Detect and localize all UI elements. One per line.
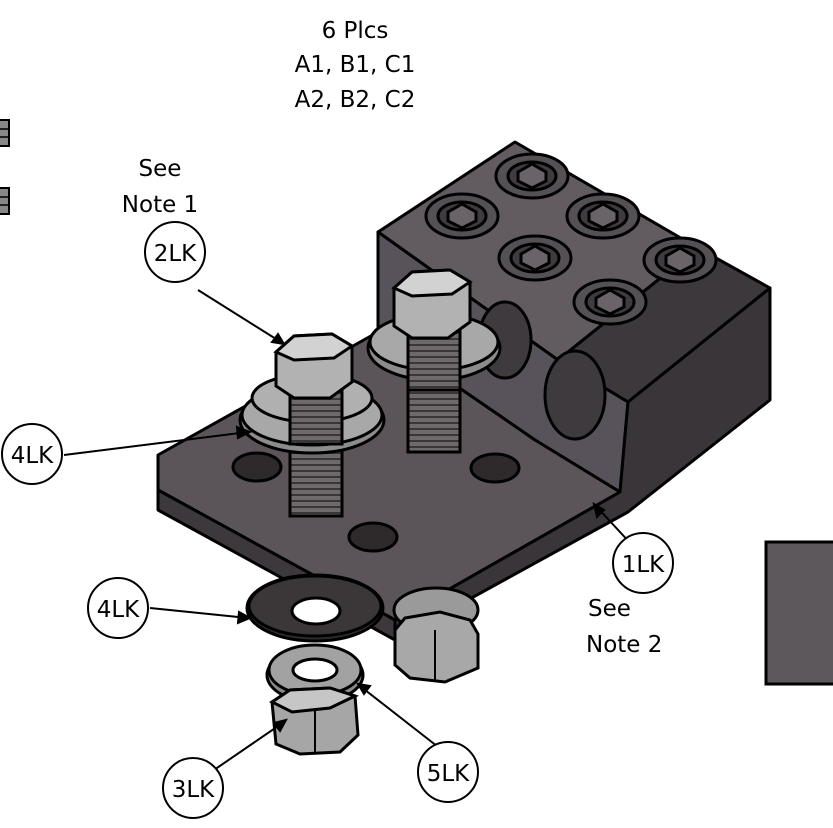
balloon-2lk: 2LK [144, 221, 206, 283]
header-note-row2: A2, B2, C2 [294, 87, 416, 113]
note-1-see: See [138, 156, 182, 182]
svg-text:1LK: 1LK [622, 552, 665, 578]
edge-gray-box [764, 540, 833, 686]
edge-fragment-icon [0, 119, 10, 147]
flange-holes [231, 451, 521, 553]
bolt-front [238, 332, 386, 518]
edge-fragment-icon [0, 187, 10, 215]
balloon-1lk: 1LK [612, 532, 674, 594]
svg-text:3LK: 3LK [172, 777, 215, 803]
header-note-qty: 6 Plcs [321, 18, 389, 44]
note-1-ref: Note 1 [121, 192, 199, 218]
hardware-nut-rear [392, 586, 480, 684]
svg-text:4LK: 4LK [11, 443, 54, 469]
balloon-5lk: 5LK [417, 741, 479, 803]
hex-nut-bottom [269, 686, 360, 756]
side-bore [543, 349, 607, 441]
svg-text:5LK: 5LK [427, 761, 470, 787]
balloon-4lk-bottom: 4LK [87, 577, 149, 639]
lock-washer [265, 643, 365, 704]
balloon-3lk: 3LK [162, 757, 224, 819]
svg-text:4LK: 4LK [97, 597, 140, 623]
note-2-see: See [588, 596, 631, 622]
svg-text:2LK: 2LK [154, 241, 197, 267]
socket-screws [424, 152, 718, 326]
bolt-rear [366, 268, 502, 454]
note-2-ref: Note 2 [586, 632, 663, 658]
balloon-4lk-top: 4LK [1, 423, 63, 485]
washer-flat-bottom [245, 573, 385, 643]
header-note-row1: A1, B1, C1 [294, 52, 416, 78]
